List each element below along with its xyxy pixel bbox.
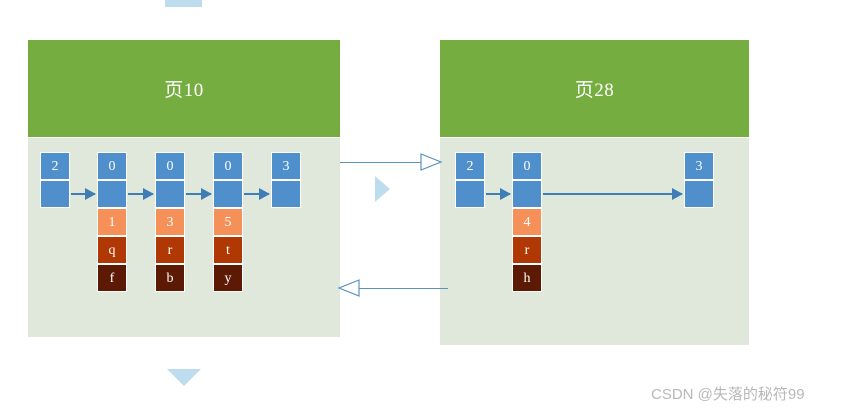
link-arrow-icon xyxy=(486,188,511,200)
node-pointer-cell[interactable] xyxy=(512,180,542,208)
page-panel-right-title: 页28 xyxy=(440,40,749,137)
decor-top-rectangle xyxy=(165,0,202,7)
link-arrow-icon xyxy=(128,188,154,200)
node-key-cell[interactable]: 3 xyxy=(684,152,714,180)
node-payload-cell[interactable]: f xyxy=(97,264,127,292)
node-key-cell[interactable]: 0 xyxy=(97,152,127,180)
page-panel-left: 页10 2 0 1 q f 0 3 r b 0 5 t y 3 xyxy=(28,40,340,337)
node-pointer-cell[interactable] xyxy=(455,180,485,208)
node-payload-cell[interactable]: 1 xyxy=(97,208,127,236)
link-arrow-icon xyxy=(543,188,683,200)
link-arrow-icon xyxy=(186,188,212,200)
watermark-text: CSDN @失落的秘符99 xyxy=(651,386,805,403)
node-pointer-cell[interactable] xyxy=(684,180,714,208)
node-payload-cell[interactable]: b xyxy=(155,264,185,292)
node-key-cell[interactable]: 2 xyxy=(455,152,485,180)
node-key-cell[interactable]: 0 xyxy=(155,152,185,180)
link-arrow-icon xyxy=(244,188,270,200)
link-arrow-icon xyxy=(71,188,96,200)
connector-line xyxy=(340,162,422,163)
page-panel-right: 页28 2 0 4 r h 3 xyxy=(440,40,749,345)
node-payload-cell[interactable]: y xyxy=(213,264,243,292)
page-panel-left-body: 2 0 1 q f 0 3 r b 0 5 t y 3 xyxy=(28,138,340,337)
node-payload-cell[interactable]: 3 xyxy=(155,208,185,236)
node-payload-cell[interactable]: t xyxy=(213,236,243,264)
node-pointer-cell[interactable] xyxy=(213,180,243,208)
node-payload-cell[interactable]: 4 xyxy=(512,208,542,236)
node-key-cell[interactable]: 2 xyxy=(40,152,70,180)
node-pointer-cell[interactable] xyxy=(97,180,127,208)
decor-right-triangle-icon xyxy=(375,176,390,202)
node-payload-cell[interactable]: 5 xyxy=(213,208,243,236)
node-pointer-cell[interactable] xyxy=(271,180,301,208)
node-key-cell[interactable]: 0 xyxy=(213,152,243,180)
node-key-cell[interactable]: 0 xyxy=(512,152,542,180)
node-pointer-cell[interactable] xyxy=(40,180,70,208)
node-payload-cell[interactable]: r xyxy=(512,236,542,264)
page-panel-left-title: 页10 xyxy=(28,40,340,137)
node-payload-cell[interactable]: r xyxy=(155,236,185,264)
node-key-cell[interactable]: 3 xyxy=(271,152,301,180)
decor-down-triangle-icon xyxy=(167,369,201,386)
page-panel-right-body: 2 0 4 r h 3 xyxy=(440,138,749,345)
connector-line xyxy=(358,288,448,289)
node-payload-cell[interactable]: h xyxy=(512,264,542,292)
node-payload-cell[interactable]: q xyxy=(97,236,127,264)
node-pointer-cell[interactable] xyxy=(155,180,185,208)
